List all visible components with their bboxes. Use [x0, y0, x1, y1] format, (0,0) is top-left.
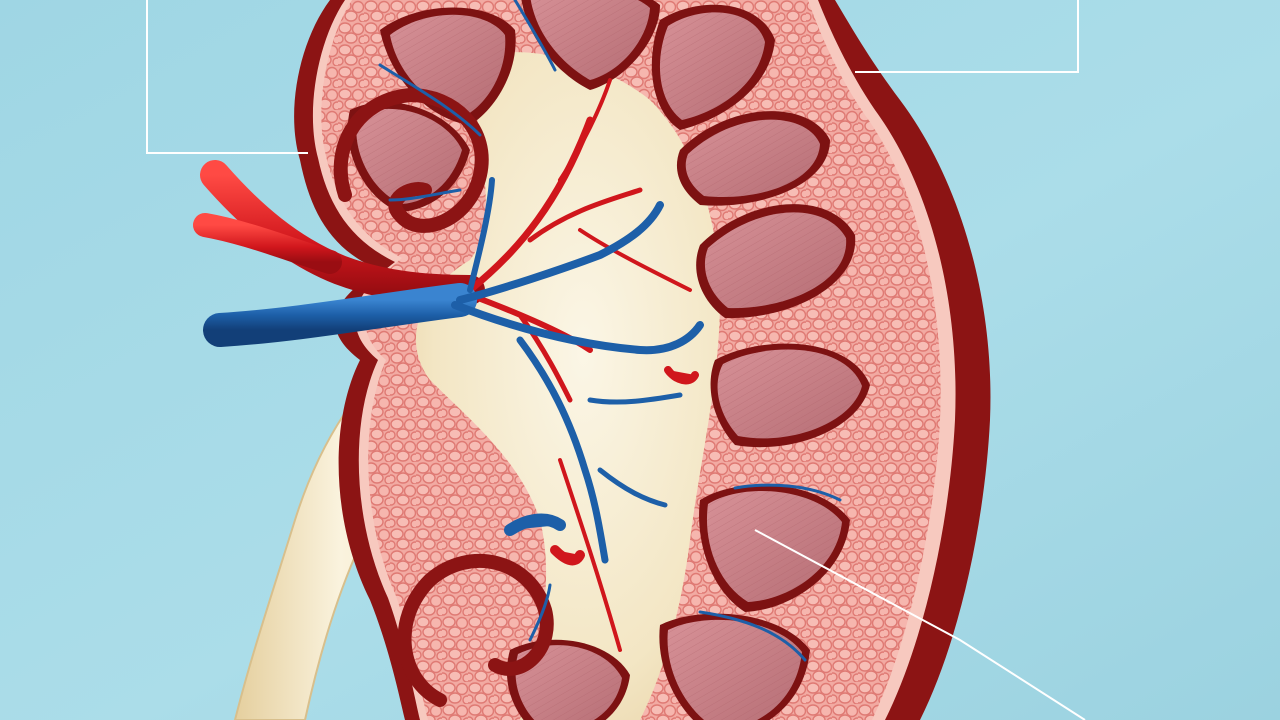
renal-pyramid [696, 204, 856, 319]
hilum-lobe-lower [397, 553, 554, 707]
leader-line-bottom-right [754, 529, 1086, 720]
leader-line-top-left [146, 0, 308, 154]
renal-pyramid [699, 484, 850, 612]
leader-lines [146, 0, 1086, 720]
renal-pyramid [676, 111, 830, 206]
renal-pyramid [506, 639, 630, 720]
renal-vein [203, 0, 842, 662]
renal-sinus [415, 52, 720, 720]
leader-line-top-right [855, 0, 1079, 73]
renal-pyramid [659, 613, 810, 720]
hilum-lobe-upper [333, 87, 489, 233]
renal-pyramid [651, 4, 775, 131]
renal-pyramid [380, 7, 516, 125]
renal-pyramids [347, 0, 870, 720]
renal-pyramid [710, 343, 870, 448]
renal-pyramid [347, 102, 470, 212]
renal-pyramid [520, 0, 660, 90]
